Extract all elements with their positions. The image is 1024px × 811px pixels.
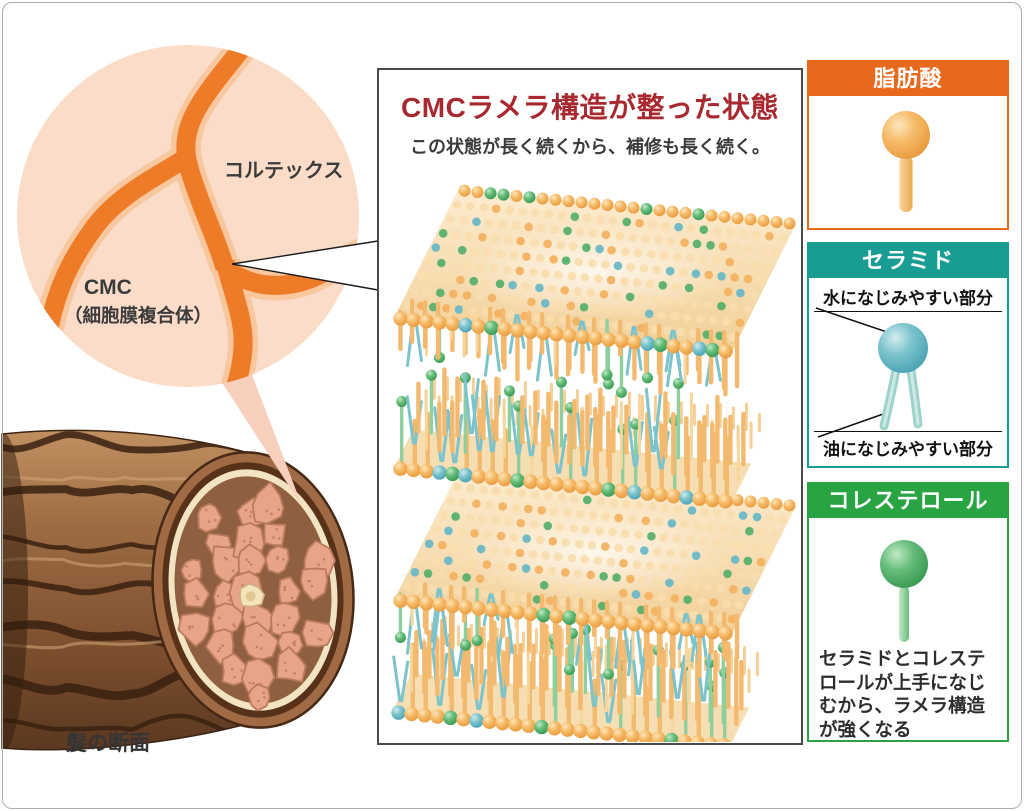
hair-cross-section [151, 451, 355, 729]
lamella-structure [391, 184, 796, 742]
cortex-label: コルテックス [224, 160, 344, 182]
cholesterol-note: セラミドとコレステロールが上手になじむから、ラメラ構造が強くなる [819, 648, 986, 740]
callout-wedge [232, 241, 378, 290]
panel-title: CMCラメラ構造が整った状態 [401, 92, 779, 123]
legend-header-fatty-acid: 脂肪酸 [809, 62, 1007, 96]
legend-box-ceramide: セラミド 水になじみやすい部分 油になじみやすい部分 [807, 242, 1009, 468]
legend-box-fatty-acid: 脂肪酸 [807, 60, 1009, 230]
lamella-panel: CMCラメラ構造が整った状態 この状態が長く続くから、補修も長く続く。 [377, 68, 803, 745]
legend-header-cholesterol: コレステロール [809, 484, 1007, 518]
legend-box-cholesterol: コレステロール セラミドとコレステロールが上手になじむから、ラメラ構造が強くなる [807, 482, 1009, 742]
hair-shaft [1, 429, 355, 751]
panel-subtitle: この状態が長く続くから、補修も長く続く。 [410, 137, 770, 157]
inset-pointer-wedge [206, 358, 302, 506]
cmc-inset-circle [17, 45, 359, 387]
cmc-sublabel: （細胞膜複合体） [64, 305, 213, 326]
ceramide-hydrophilic-label: 水になじみやすい部分 [814, 284, 1002, 312]
cmc-label: CMC [84, 276, 132, 299]
ceramide-lipophilic-label: 油になじみやすい部分 [814, 431, 1002, 460]
legend-header-ceramide: セラミド [809, 244, 1007, 278]
hair-cross-section-caption: 髪の断面 [66, 732, 150, 755]
